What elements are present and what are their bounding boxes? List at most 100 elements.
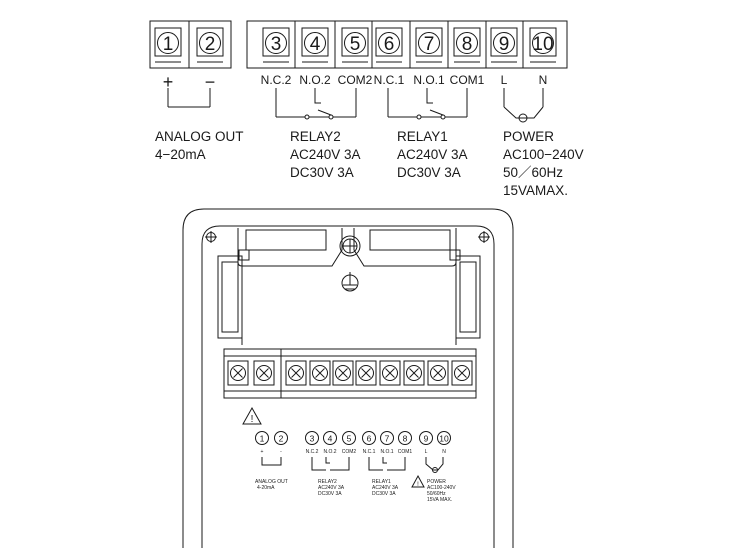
label-number-ring bbox=[419, 431, 433, 445]
screw-window bbox=[253, 360, 275, 386]
screw-head bbox=[288, 365, 304, 381]
screw-window bbox=[427, 360, 449, 386]
screw-icon bbox=[205, 231, 217, 243]
relay2-label-small: RELAY2 AC240V 3A DC30V 3A bbox=[318, 479, 345, 497]
terminal-1: 1+ bbox=[154, 27, 182, 92]
label-number: 7 bbox=[385, 434, 390, 444]
terminal-number: 9 bbox=[499, 34, 510, 55]
terminal-number-ring bbox=[418, 32, 440, 54]
screw-head bbox=[358, 365, 374, 381]
terminal-label: N bbox=[539, 73, 548, 87]
power-line-2: AC100−240V bbox=[503, 147, 584, 162]
relay1-line-1: RELAY1 bbox=[397, 129, 448, 144]
label-term: COM2 bbox=[342, 449, 357, 455]
label-number-ring bbox=[437, 431, 451, 445]
terminal-number-ring bbox=[493, 32, 515, 54]
top-recess-right bbox=[353, 228, 457, 267]
warning-triangle-icon: ! bbox=[242, 406, 262, 425]
screw-head bbox=[256, 365, 272, 381]
label-number-ring bbox=[274, 431, 288, 445]
screw-icon bbox=[339, 235, 361, 257]
terminal-label: N.O.1 bbox=[413, 73, 445, 87]
relay2-line-1: RELAY2 bbox=[290, 129, 341, 144]
screw-window bbox=[227, 360, 249, 386]
relay1-wires bbox=[387, 88, 468, 120]
screw-icon bbox=[309, 360, 331, 386]
screw-icon bbox=[478, 231, 490, 243]
label-number-ring bbox=[305, 431, 319, 445]
terminal-number-ring bbox=[532, 32, 554, 54]
terminal-9: 9L bbox=[490, 27, 518, 87]
relay2-wires bbox=[275, 88, 357, 120]
label-terminal-10: 10N bbox=[437, 431, 451, 455]
label-number: 3 bbox=[310, 434, 315, 444]
terminal-label: + bbox=[163, 72, 174, 92]
label-term: COM1 bbox=[398, 449, 413, 455]
terminal-number: 4 bbox=[310, 34, 321, 55]
terminal-label: − bbox=[205, 72, 216, 92]
screw-icon bbox=[332, 360, 354, 386]
terminal-number: 6 bbox=[384, 34, 395, 55]
power-label: POWER AC100−240V 50／60Hz 15VAMAX. bbox=[503, 129, 584, 198]
screw-slot bbox=[259, 368, 269, 378]
svg-text:!: ! bbox=[417, 482, 419, 488]
screw-slot bbox=[315, 368, 325, 378]
terminal-label: N.O.2 bbox=[299, 73, 331, 87]
screw-head bbox=[335, 365, 351, 381]
ground-symbol-icon bbox=[341, 272, 359, 292]
small-relay1-1: RELAY1 bbox=[372, 479, 391, 485]
screw-slot bbox=[291, 368, 301, 378]
small-power-1: POWER bbox=[427, 479, 446, 485]
terminal-block-diagram: 1+2−3N.C.24N.O.25COM26N.C.17N.O.18COM19L… bbox=[149, 20, 584, 198]
terminal-number: 10 bbox=[532, 34, 553, 55]
label-number: 5 bbox=[347, 434, 352, 444]
terminal-number-ring bbox=[157, 32, 179, 54]
label-terminal-4: 4N.O.2 bbox=[323, 431, 337, 455]
terminal-number-ring bbox=[378, 32, 400, 54]
label-terminal-3: 3N.C.2 bbox=[305, 431, 319, 455]
terminal-window bbox=[415, 27, 443, 57]
power-label-small: POWER AC100-240V 50/60Hz 15VA MAX. bbox=[427, 479, 456, 503]
side-latch-right bbox=[449, 249, 481, 345]
label-terminal-6: 6N.C.1 bbox=[362, 431, 376, 455]
screw-icon bbox=[451, 360, 473, 386]
terminal-block-right bbox=[246, 20, 568, 69]
terminal-number-ring bbox=[304, 32, 326, 54]
label-number: 1 bbox=[260, 434, 265, 444]
terminal-cells: 1+2−3N.C.24N.O.25COM26N.C.17N.O.18COM19L… bbox=[154, 21, 557, 92]
label-number: 4 bbox=[328, 434, 333, 444]
power-wires bbox=[503, 88, 544, 123]
screw-window bbox=[403, 360, 425, 386]
screw-head bbox=[430, 365, 446, 381]
label-terminal-7: 7N.O.1 bbox=[380, 431, 394, 455]
terminal-block-left bbox=[149, 20, 232, 69]
screw-window bbox=[285, 360, 307, 386]
power-line-1: POWER bbox=[503, 129, 554, 144]
terminal-window bbox=[529, 27, 557, 57]
terminal-3: 3N.C.2 bbox=[261, 27, 292, 87]
label-term: - bbox=[280, 449, 282, 455]
analog-out-label-small: ANALOG OUT 4-20mA bbox=[255, 479, 288, 491]
device-face bbox=[201, 225, 495, 548]
screw-head bbox=[406, 365, 422, 381]
svg-text:!: ! bbox=[251, 414, 254, 425]
terminal-10: 10N bbox=[529, 27, 557, 87]
terminal-label: N.C.2 bbox=[261, 73, 292, 87]
label-number-ring bbox=[255, 431, 269, 445]
screw-slot bbox=[457, 368, 467, 378]
analog-out-label: ANALOG OUT 4−20mA bbox=[155, 129, 244, 162]
label-terminal-1: 1+ bbox=[255, 431, 269, 455]
terminal-7: 7N.O.1 bbox=[413, 27, 445, 87]
terminal-number: 8 bbox=[462, 34, 473, 55]
terminal-window bbox=[196, 27, 224, 57]
power-line-4: 15VAMAX. bbox=[503, 183, 568, 198]
label-number-ring bbox=[398, 431, 412, 445]
device-illustration: ! 1+2-3N.C.24N.O.25COM26N.C.17N.O.18COM1… bbox=[182, 208, 514, 548]
analog-wires bbox=[167, 88, 211, 108]
terminal-number-ring bbox=[456, 32, 478, 54]
screw-slot bbox=[433, 368, 443, 378]
terminal-number: 7 bbox=[424, 34, 435, 55]
label-term: N bbox=[442, 449, 446, 455]
power-line-3: 50／60Hz bbox=[503, 165, 563, 180]
terminal-label: COM2 bbox=[338, 73, 373, 87]
